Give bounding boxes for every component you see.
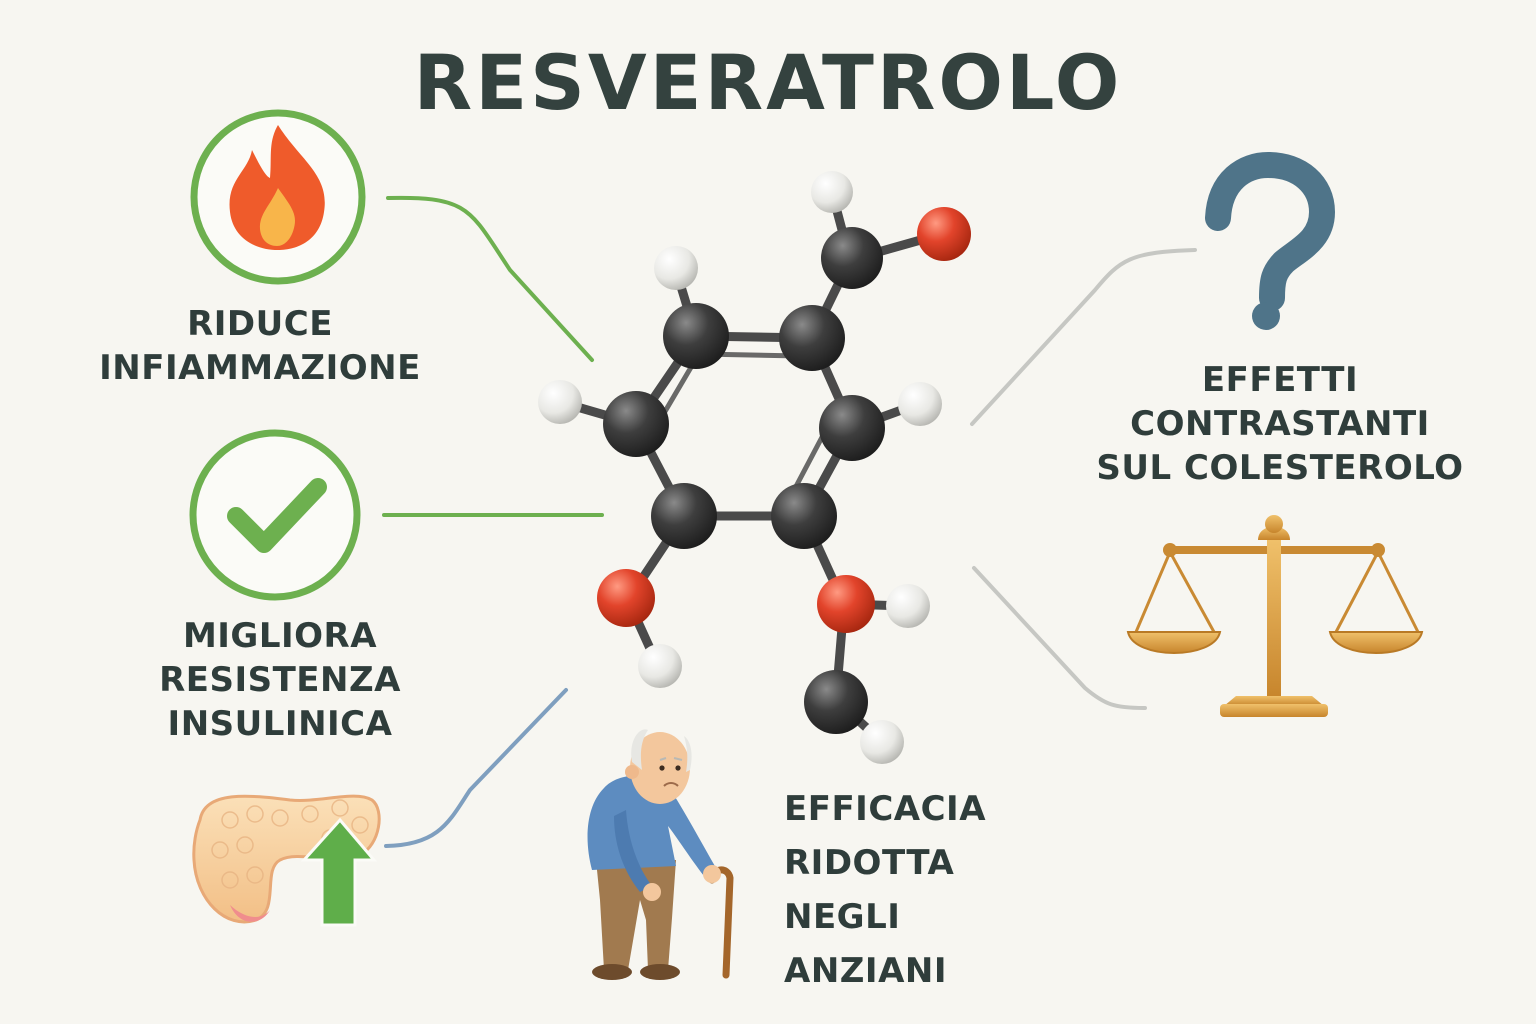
label-elderly-line: EFFICACIA bbox=[784, 789, 987, 829]
label-elderly-line: RIDOTTA bbox=[784, 843, 955, 883]
molecule-illustration bbox=[538, 171, 971, 764]
label-cholesterol-line: SUL COLESTEROLO bbox=[1096, 448, 1464, 488]
label-cholesterol-line: CONTRASTANTI bbox=[1130, 404, 1430, 444]
connector-cholesterol-top bbox=[970, 248, 1197, 426]
question-mark-icon bbox=[1205, 151, 1336, 330]
elderly-person-icon bbox=[587, 729, 734, 980]
flame-icon bbox=[190, 109, 366, 285]
label-insulin: MIGLIORA RESISTENZA INSULINICA bbox=[80, 614, 480, 746]
label-inflammation-line: INFIAMMAZIONE bbox=[99, 348, 421, 388]
connector-pancreas bbox=[384, 688, 568, 848]
label-insulin-line: MIGLIORA bbox=[182, 616, 378, 656]
connector-inflammation bbox=[386, 195, 594, 362]
label-elderly-line: ANZIANI bbox=[784, 951, 947, 991]
label-cholesterol-line: EFFETTI bbox=[1201, 360, 1359, 400]
label-inflammation: RIDUCE INFIAMMAZIONE bbox=[60, 302, 460, 390]
label-insulin-line: INSULINICA bbox=[167, 704, 393, 744]
label-cholesterol: EFFETTI CONTRASTANTI SUL COLESTEROLO bbox=[1060, 358, 1500, 490]
checkmark-icon bbox=[189, 429, 361, 601]
arrow-up-icon bbox=[300, 817, 378, 927]
label-elderly-line: NEGLI bbox=[784, 897, 901, 937]
label-inflammation-line: RIDUCE bbox=[187, 304, 333, 344]
connector-cholesterol-bottom bbox=[972, 566, 1147, 710]
label-insulin-line: RESISTENZA bbox=[159, 660, 401, 700]
label-elderly: EFFICACIA RIDOTTA NEGLI ANZIANI bbox=[784, 782, 1084, 998]
page-title: RESVERATROLO bbox=[413, 38, 1123, 127]
balance-scale-icon bbox=[1126, 515, 1424, 717]
connector-lines bbox=[382, 195, 1197, 848]
